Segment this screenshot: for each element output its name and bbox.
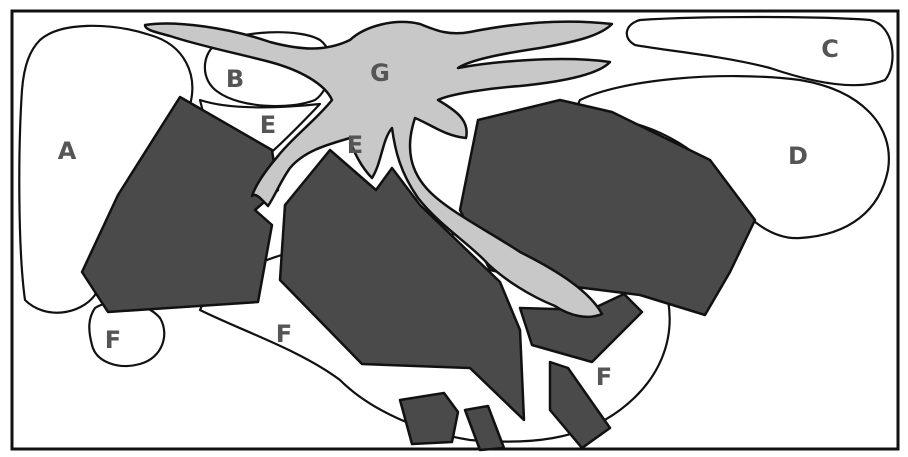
label-a: A <box>58 137 77 165</box>
label-f-right: F <box>596 363 612 391</box>
label-f-bottom: F <box>276 320 292 348</box>
label-b: B <box>226 65 244 93</box>
dark-block-small-1 <box>400 393 458 444</box>
label-c: C <box>821 35 839 63</box>
label-d: D <box>788 142 808 170</box>
label-g: G <box>370 59 390 87</box>
label-e-left: E <box>260 111 276 139</box>
label-e-center: E <box>347 131 363 159</box>
label-f-left: F <box>105 326 121 354</box>
